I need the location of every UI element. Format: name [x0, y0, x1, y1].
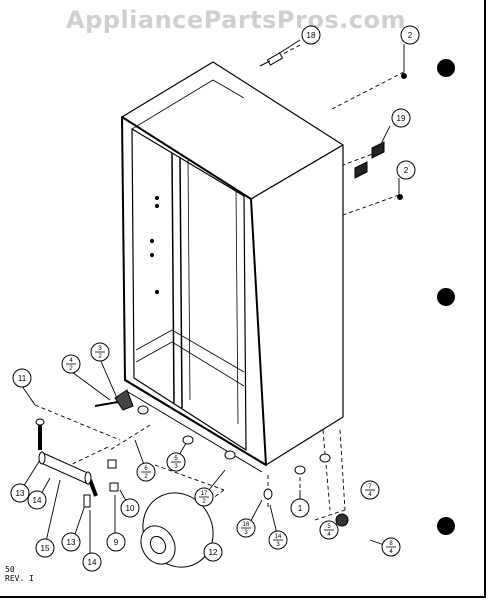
callout-14: 14 — [33, 496, 42, 505]
callout-15: 15 — [41, 544, 50, 553]
callout-1: 1 — [298, 504, 303, 513]
callout-3-2-num: 3 — [98, 346, 102, 352]
callout-11: 11 — [18, 374, 27, 383]
callout-8-4-num: 8 — [389, 541, 393, 547]
callout-19: 19 — [397, 114, 406, 123]
part-12-insulation-roll — [140, 492, 214, 568]
callout-6-2-den: 2 — [144, 474, 148, 480]
part-18-hinge-pin — [259, 52, 284, 67]
part-2-screw — [397, 194, 403, 200]
callout-5-3-den: 3 — [174, 464, 178, 470]
callout-17-2-num: 17 — [201, 491, 208, 497]
callout-9: 9 — [114, 538, 119, 547]
part-10 — [107, 459, 117, 469]
callout-4-2-num: 4 — [69, 358, 73, 364]
callout-5-4-num: 5 — [327, 524, 331, 530]
registration-dot — [437, 288, 455, 306]
callout-13: 13 — [67, 538, 76, 547]
hinge-assembly — [94, 389, 134, 411]
callout-7-4-den: 4 — [368, 492, 372, 498]
callout-4-2-den: 2 — [69, 366, 73, 372]
part-5-roller — [335, 513, 349, 527]
callout-3-2-den: 2 — [98, 354, 102, 360]
callout-12: 12 — [209, 548, 218, 557]
callout-2: 2 — [408, 31, 413, 40]
callout-14: 14 — [88, 558, 97, 567]
callout-5-3-num: 5 — [174, 456, 178, 462]
registration-dot — [437, 517, 455, 535]
callout-16-3-den: 3 — [244, 530, 248, 536]
callout-8-4-den: 4 — [389, 549, 393, 555]
revision-note: 50 REV. I — [5, 565, 34, 583]
callout-10: 10 — [126, 504, 135, 513]
callout-14-3-den: 3 — [276, 542, 280, 548]
part-2-screw — [401, 73, 407, 79]
part-19-brackets — [354, 141, 385, 179]
callout-18: 18 — [307, 31, 316, 40]
cabinet-side — [250, 144, 344, 466]
watermark: AppliancePartsPros.com — [66, 6, 406, 34]
callout-2: 2 — [404, 166, 409, 175]
callout-14-3-num: 14 — [275, 534, 282, 540]
part-9 — [109, 482, 119, 492]
page-number: 50 — [5, 565, 15, 574]
callout-6-2-num: 6 — [144, 466, 148, 472]
callout-5-4-den: 4 — [327, 532, 331, 538]
part-15-tube — [35, 418, 98, 497]
callout-13: 13 — [16, 489, 25, 498]
callout-17-2-den: 2 — [202, 499, 206, 505]
callout-7-4-num: 7 — [368, 484, 372, 490]
cabinet-inner-opening — [131, 128, 247, 451]
registration-dot — [437, 59, 455, 77]
callout-16-3-num: 16 — [243, 522, 250, 528]
part-14-fitting — [83, 494, 91, 508]
revision-label: REV. I — [5, 574, 34, 583]
